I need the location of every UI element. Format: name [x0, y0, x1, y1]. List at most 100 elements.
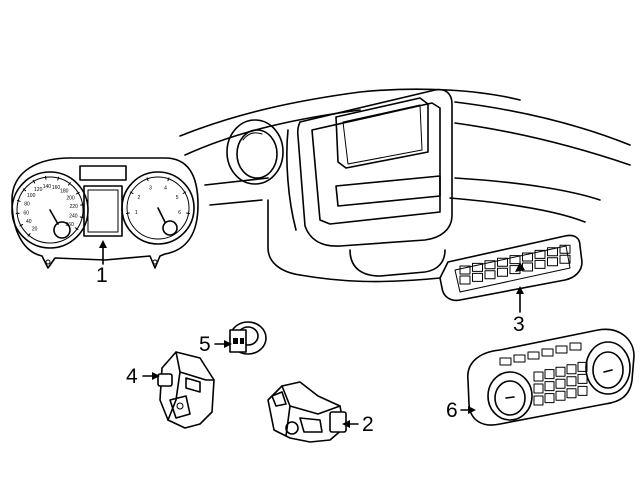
light-switch-module [157, 351, 215, 429]
climate-control-unit [467, 328, 635, 426]
display-screen [335, 97, 429, 169]
switch-panel-button [534, 259, 546, 269]
tachometer-tick-mark-4 [182, 191, 187, 194]
speedometer-tick-5: 120 [34, 187, 43, 193]
switch-panel-button [472, 272, 483, 282]
speedometer-tick-12: 260 [66, 222, 75, 228]
dash-lower-left-edge [267, 199, 301, 276]
speedometer-subdial [53, 221, 71, 239]
callout-3: 3 [513, 313, 525, 336]
tachometer-tick-mark-3 [167, 177, 170, 182]
speedometer-tick-mark-10 [80, 204, 85, 206]
callout-3-arrowhead [516, 286, 524, 294]
climate-top-button [569, 342, 582, 351]
tachometer-tick-mark-1 [129, 191, 134, 194]
right-temperature-knob [585, 341, 631, 395]
switch-panel-button [547, 257, 558, 267]
climate-button [566, 364, 577, 375]
dash-contour-right-4 [449, 197, 586, 223]
callout-2: 2 [362, 413, 374, 436]
left-temperature-knob [487, 371, 533, 421]
climate-button [533, 383, 544, 394]
tachometer-tick-4: 5 [176, 195, 179, 201]
climate-top-button [541, 348, 554, 357]
hazard-triangle-icon [515, 262, 525, 272]
speedometer-tick-6: 140 [43, 184, 52, 190]
climate-button [544, 381, 555, 392]
speedometer-tick-4: 100 [27, 193, 36, 199]
dash-contour-mid [184, 109, 361, 156]
climate-top-button [555, 345, 568, 354]
dashboard [179, 88, 631, 283]
tachometer-tick-3: 4 [164, 185, 167, 191]
switch-panel-button [472, 262, 483, 272]
switch-panel-button [484, 260, 496, 270]
tachometer-tick-labels: 1 2 3 4 5 6 [126, 177, 190, 216]
dash-contour-right-2 [454, 122, 631, 166]
speedometer-tick-10: 220 [70, 204, 79, 210]
tachometer-tick-mark-0 [126, 212, 130, 215]
speedometer-tick-11: 240 [69, 213, 78, 219]
small-switch [229, 321, 267, 355]
speedometer-tick-1: 40 [26, 219, 32, 225]
climate-button [555, 378, 566, 389]
climate-button [544, 369, 555, 380]
climate-button [533, 395, 544, 406]
climate-button [555, 390, 566, 401]
climate-button [555, 366, 566, 377]
speedometer-tick-0: 20 [32, 226, 38, 232]
dash-contour-top [179, 88, 521, 137]
callout-6-arrowhead [468, 406, 476, 414]
speedometer-tick-mark-0 [27, 233, 31, 237]
console-lower [349, 249, 446, 277]
climate-button [577, 361, 588, 372]
speedometer-tick-mark-11 [79, 216, 84, 219]
switch-panel-button [547, 247, 558, 257]
switch-panel-button [559, 244, 571, 254]
switch-panel [439, 234, 583, 302]
callout-labels: 1 2 3 4 5 6 [96, 264, 525, 436]
callout-4-arrowhead [152, 372, 160, 380]
tachometer-tick-5: 6 [178, 210, 181, 216]
speedometer-tick-mark-8 [68, 182, 71, 186]
callout-5-arrowhead [224, 340, 232, 348]
callout-6: 6 [446, 399, 458, 422]
ignition-switch-module [267, 381, 347, 443]
switch-panel-button [484, 270, 496, 280]
speedometer-tick-2: 60 [23, 210, 29, 216]
switch-panel-button [497, 267, 508, 277]
tachometer-tick-2: 3 [149, 185, 152, 191]
speedometer-tick-3: 80 [24, 201, 30, 207]
callout-5: 5 [199, 333, 211, 356]
switch-panel-button [459, 275, 471, 285]
tachometer-tick-mark-2 [146, 177, 149, 182]
speedometer-tick-mark-1 [19, 224, 24, 227]
callout-1-arrowhead [99, 240, 107, 248]
tachometer-needle [157, 207, 166, 223]
tachometer-tick-0: 1 [135, 210, 138, 216]
switch-panel-button [497, 257, 508, 267]
callout-1: 1 [96, 264, 108, 287]
dash-lower-edge [299, 274, 441, 283]
speedometer-tick-7: 160 [52, 185, 61, 191]
dash-contour-right-3 [454, 177, 601, 201]
dash-contour-lower-2 [209, 199, 263, 206]
tachometer-tick-1: 2 [138, 195, 141, 201]
tachometer-tick-mark-5 [186, 212, 190, 215]
speedometer-tick-mark-4 [22, 188, 27, 192]
climate-button [566, 388, 577, 399]
switch-panel-button [522, 252, 533, 262]
callout-4: 4 [126, 365, 138, 388]
speedometer-needle [49, 209, 59, 225]
climate-button [544, 393, 555, 404]
center-console [286, 88, 453, 277]
switch-panel-button [509, 255, 521, 265]
tachometer: 1 2 3 4 5 6 [121, 171, 195, 245]
tachometer-subdial [162, 220, 178, 236]
speedometer-tick-mark-5 [32, 179, 36, 184]
